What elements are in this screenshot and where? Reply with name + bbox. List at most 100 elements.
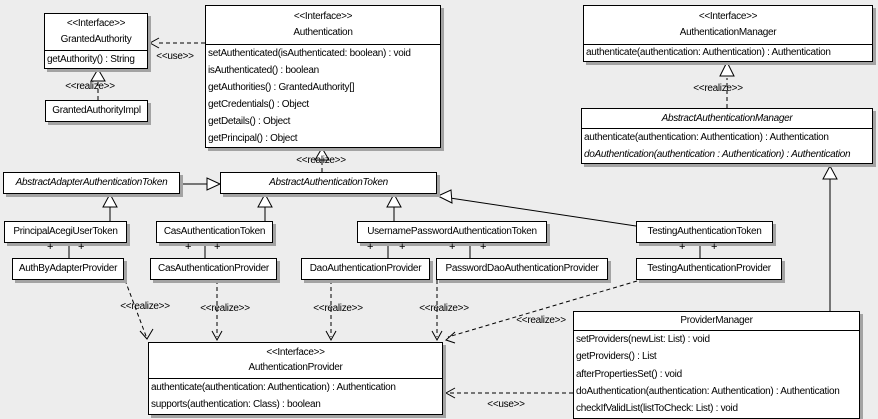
member: authenticate(authentication: Authenticat… [586, 47, 831, 58]
class-header: AbstractAuthenticationManager [582, 109, 872, 128]
member: supports(authentication: Class) : boolea… [151, 399, 321, 411]
stereotype-label: <<Interface>> [293, 11, 353, 22]
member: doAuthentication(authentication : Authen… [584, 148, 851, 160]
class-header: <<Interface>> AuthenticationProvider [149, 343, 442, 378]
class-name: CasAuthenticationToken [163, 226, 266, 237]
member-list: setAuthenticated(isAuthenticated: boolea… [206, 44, 440, 147]
member-list: setProviders(newList: List) : void getPr… [574, 330, 859, 418]
class-name: Authentication [293, 27, 353, 38]
class-name: AuthenticationProvider [248, 362, 343, 373]
arrow-left [148, 37, 160, 49]
class-cas-authentication-provider: CasAuthenticationProvider [150, 258, 277, 280]
stereotype-label-realize: <<realize>> [693, 83, 743, 94]
class-principal-acegi-user-token: PrincipalAcegiUserToken [4, 221, 127, 243]
stereotype-label-realize: <<realize>> [516, 315, 566, 326]
triangle-up [90, 68, 106, 82]
class-name: AuthenticationManager [679, 27, 777, 38]
triangle-up [822, 164, 838, 180]
stereotype-label: <<Interface>> [266, 347, 325, 358]
member: getCredentials() : Object [208, 98, 309, 110]
stereotype-label-realize: <<realize>> [120, 301, 170, 312]
member: setAuthenticated(isAuthenticated: boolea… [208, 47, 411, 59]
member: doAuthentication(authentication: Authent… [576, 385, 840, 397]
class-authentication-manager: <<Interface>> AuthenticationManager auth… [583, 5, 873, 62]
stereotype-label-use: <<use>> [487, 399, 525, 410]
arrow-down-left [445, 331, 456, 344]
stereotype-label-realize: <<realize>> [65, 81, 115, 92]
triangle-up [102, 192, 118, 208]
multiplicity-label: + [47, 241, 54, 253]
stereotype-label: <<Interface>> [66, 18, 126, 30]
class-name: UsernamePasswordAuthenticationToken [367, 226, 537, 237]
member-list: authenticate(authentication: Authenticat… [582, 128, 872, 163]
class-username-password-authentication-token: UsernamePasswordAuthenticationToken [357, 221, 547, 243]
arrow-down [431, 330, 443, 342]
member: checkIfValidList(listToCheck: List) : vo… [576, 403, 738, 415]
member: afterPropertiesSet() : void [576, 368, 682, 380]
multiplicity-label: + [679, 241, 686, 253]
multiplicity-label: + [480, 241, 487, 253]
triangle-up [719, 60, 735, 77]
arrow-down [325, 330, 337, 342]
association-lines [68, 242, 701, 259]
class-name: AuthByAdapterProvider [18, 263, 118, 274]
class-granted-authority: <<Interface>> GrantedAuthority getAuthor… [44, 13, 148, 69]
member: setProviders(newList: List) : void [576, 333, 710, 345]
multiplicity-label: + [214, 241, 221, 253]
class-abstract-adapter-authentication-token: AbstractAdapterAuthenticationToken [3, 172, 180, 194]
member-list: authenticate(authentication: Authenticat… [149, 378, 442, 414]
class-header: ProviderManager [574, 312, 859, 330]
multiplicity-label: + [185, 241, 192, 253]
class-testing-authentication-provider: TestingAuthenticationProvider [636, 258, 782, 280]
class-name: TestingAuthenticationToken [647, 226, 762, 237]
stereotype-label-realize: <<realize>> [419, 303, 469, 314]
triangle-up [257, 192, 273, 208]
class-dao-authentication-provider: DaoAuthenticationProvider [301, 258, 430, 280]
stereotype-label: <<Interface>> [698, 11, 758, 22]
stereotype-label-realize: <<realize>> [296, 155, 346, 166]
arrow-down [139, 328, 154, 340]
class-granted-authority-impl: GrantedAuthorityImpl [45, 100, 148, 122]
class-name: DaoAuthenticationProvider [309, 263, 422, 274]
class-testing-authentication-token: TestingAuthenticationToken [636, 221, 773, 243]
class-name: AbstractAuthenticationToken [269, 177, 388, 188]
generalization-lines [109, 179, 831, 311]
realize-testing-provider [447, 280, 638, 338]
member: getPrincipal() : Object [208, 132, 298, 144]
class-authentication-provider: <<Interface>> AuthenticationProvider aut… [148, 342, 443, 415]
open-arrowheads [139, 37, 456, 399]
member: getDetails() : Object [208, 115, 291, 127]
multiplicity-label: + [78, 241, 85, 253]
member: getProviders() : List [576, 351, 657, 363]
arrow-down [211, 330, 223, 342]
class-name: AbstractAuthenticationManager [661, 112, 793, 124]
stereotype-label-use: <<use>> [156, 51, 194, 62]
class-header: <<Interface>> GrantedAuthority [45, 14, 147, 50]
class-authentication: <<Interface>> Authentication setAuthenti… [205, 5, 441, 148]
member-list: getAuthority() : String [45, 50, 147, 68]
triangle-left [436, 189, 453, 204]
multiplicity-label: + [367, 241, 374, 253]
member-list: authenticate(authentication: Authenticat… [584, 44, 872, 61]
class-abstract-authentication-token: AbstractAuthenticationToken [220, 172, 437, 194]
class-auth-by-adapter-provider: AuthByAdapterProvider [12, 258, 124, 280]
class-abstract-authentication-manager: AbstractAuthenticationManager authentica… [581, 108, 873, 164]
arrow-left [444, 387, 456, 399]
stereotype-label-realize: <<realize>> [313, 303, 363, 314]
class-header: <<Interface>> Authentication [206, 6, 440, 44]
member: authenticate(authentication: Authenticat… [151, 381, 396, 393]
class-name: GrantedAuthorityImpl [52, 105, 141, 116]
class-name: PasswordDaoAuthenticationProvider [445, 263, 599, 274]
class-name: AbstractAdapterAuthenticationToken [15, 177, 168, 188]
class-name: CasAuthenticationProvider [158, 263, 269, 274]
stereotype-label-realize: <<realize>> [200, 303, 250, 314]
triangle-up [314, 147, 330, 161]
class-cas-authentication-token: CasAuthenticationToken [156, 221, 273, 243]
multiplicity-label: + [711, 241, 718, 253]
triangle-up [386, 192, 402, 208]
class-name: PrincipalAcegiUserToken [13, 226, 118, 237]
realize-authbyadapter-provider [124, 279, 147, 337]
class-name: TestingAuthenticationProvider [647, 263, 771, 274]
